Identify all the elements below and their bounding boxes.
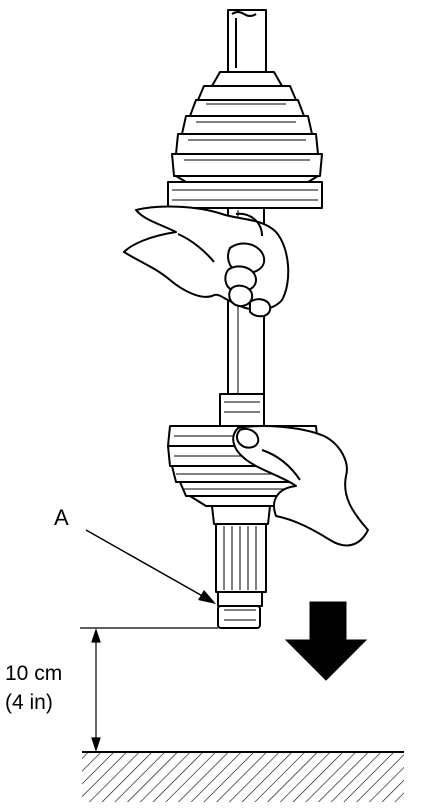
- dimension-metric-label: 10 cm: [5, 662, 63, 685]
- ground-surface: [82, 751, 404, 802]
- upper-hand: [123, 205, 290, 318]
- dimension-imperial-label: (4 in): [5, 691, 53, 714]
- joint-neck: [219, 393, 265, 427]
- boot-clamp-band: [167, 181, 323, 209]
- drop-arrow-icon: [284, 601, 368, 681]
- upper-boot: [171, 85, 323, 183]
- shaft-top-stub: [211, 9, 283, 87]
- splined-stub: [211, 505, 271, 629]
- callout-a-leader: [85, 529, 216, 604]
- callout-label-a: A: [54, 505, 69, 530]
- lower-hand: [232, 425, 369, 547]
- height-dimension: [80, 627, 218, 752]
